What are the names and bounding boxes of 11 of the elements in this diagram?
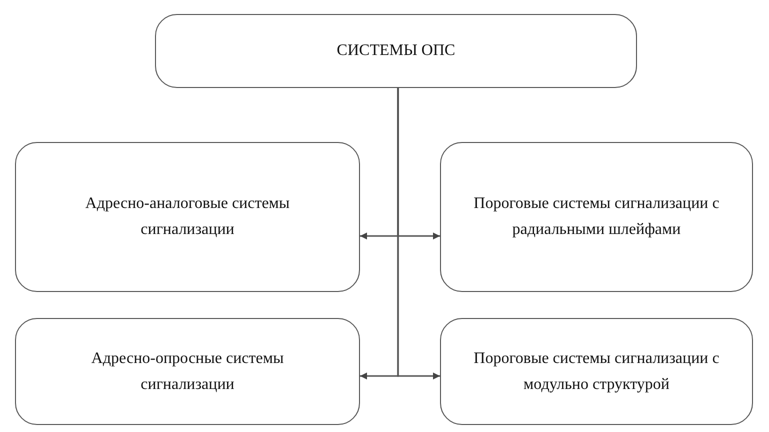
rounded-box [15,318,360,425]
title-text: СИСТЕМЫ ОПС [336,41,456,62]
rounded-box [15,142,360,292]
rounded-box [440,142,753,292]
arrow [397,88,440,380]
category-text: Пороговые системы сигнализации с модульно структурой [472,348,720,394]
category-text: Адресно-опросные системы сигнализации [90,348,285,394]
rounded-box [440,318,753,425]
category-text: Адресно-аналоговые системы сигнализации [84,194,291,240]
rounded-box [155,14,637,88]
category-text: Пороговые системы сигнализации с радиальными шлейфами [472,194,720,240]
